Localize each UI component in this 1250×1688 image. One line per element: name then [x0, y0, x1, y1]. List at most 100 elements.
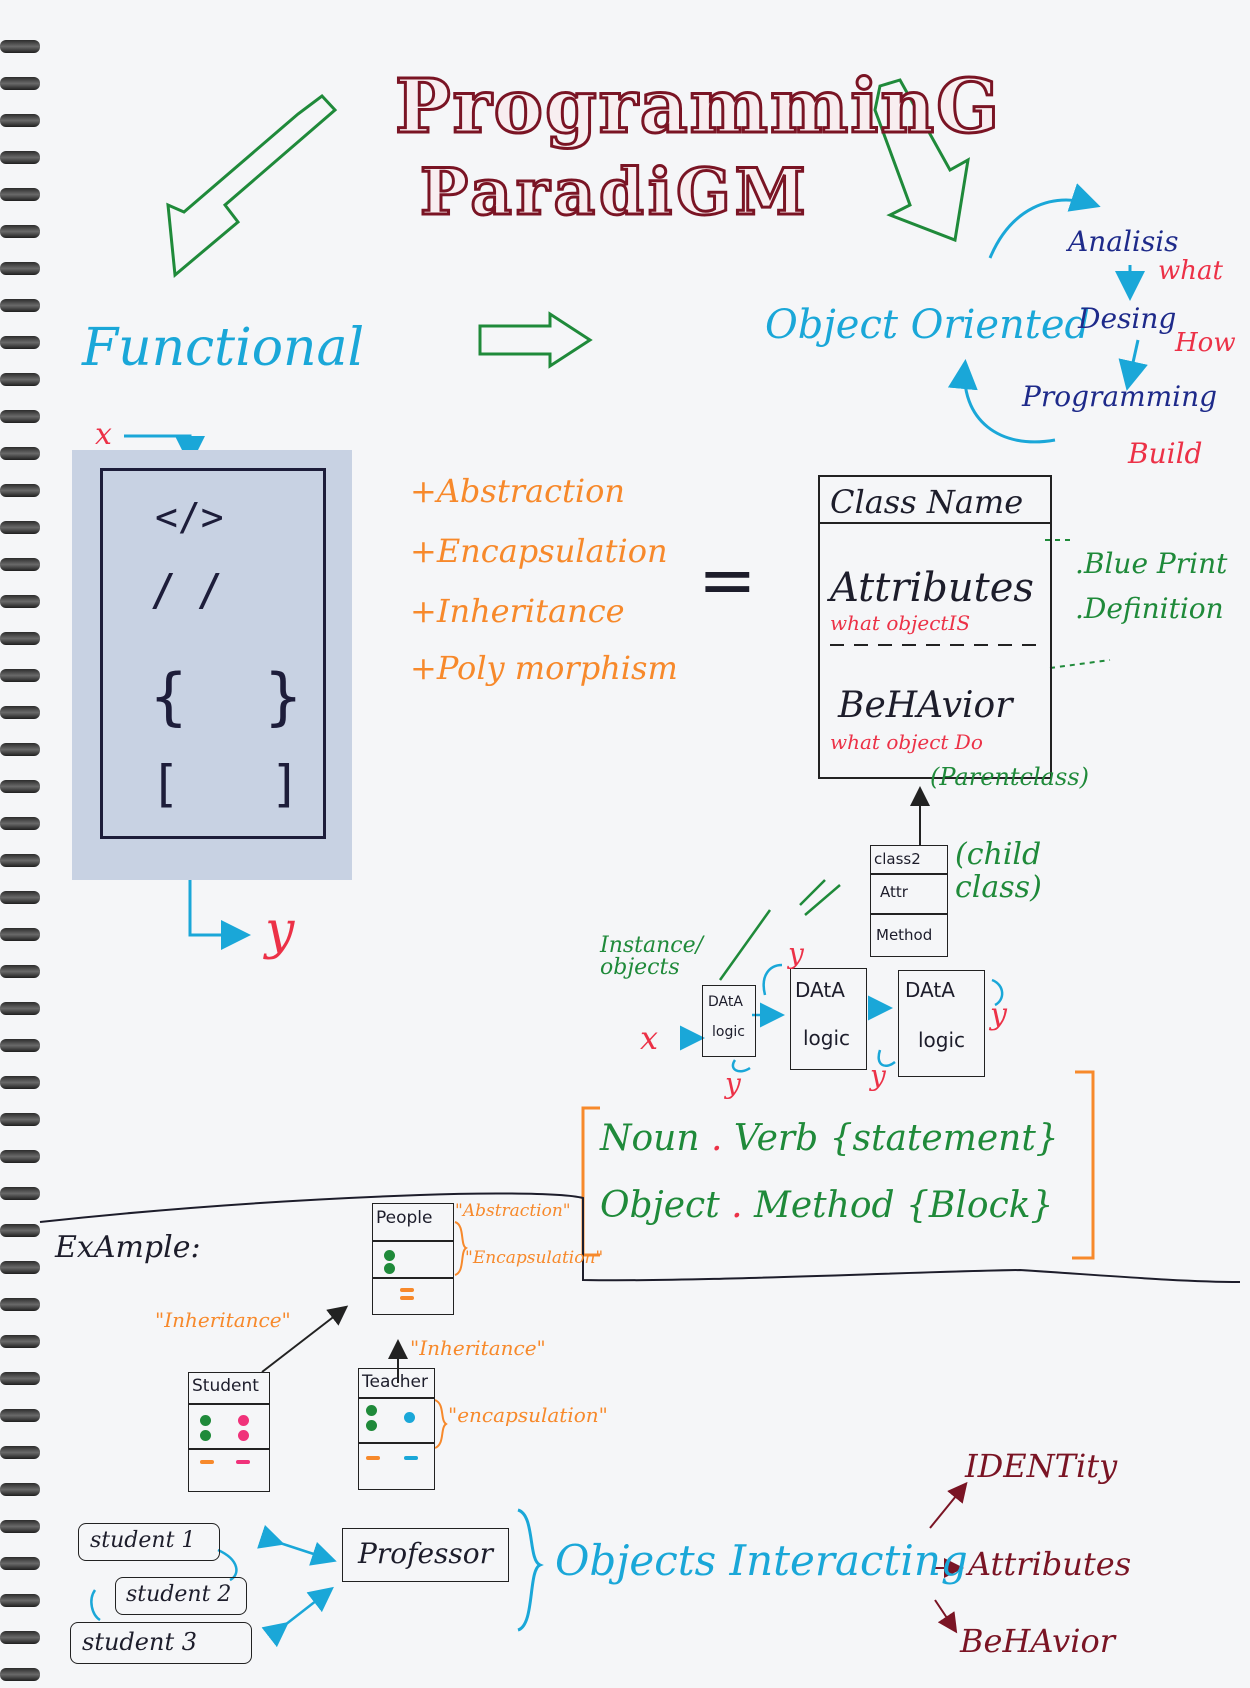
student-2-object — [115, 1577, 247, 1615]
spiral-ring — [0, 595, 40, 608]
syntax-method: Method — [754, 1185, 895, 1226]
spiral-ring — [0, 1335, 40, 1348]
student-attr-dot — [200, 1415, 211, 1426]
student-2-label: student 2 — [126, 1582, 232, 1607]
object-oriented-label: Object Oriented — [765, 302, 1091, 348]
spiral-ring — [0, 1372, 40, 1385]
spiral-ring — [0, 1557, 40, 1570]
class-attributes: Attributes — [830, 565, 1034, 611]
instance-middle-data: DAtA — [795, 978, 845, 1002]
child-class-method: Method — [876, 926, 933, 944]
class-name: Class Name — [830, 483, 1024, 521]
spiral-ring — [0, 854, 40, 867]
spiral-ring — [0, 928, 40, 941]
spiral-ring — [0, 1520, 40, 1533]
spiral-ring — [0, 1631, 40, 1644]
class-header-divider — [820, 522, 1050, 524]
student-3-label: student 3 — [82, 1628, 197, 1656]
instance-right-data: DAtA — [905, 978, 955, 1002]
teacher-attr-dot-2 — [366, 1420, 377, 1431]
teacher-method-dash — [366, 1456, 380, 1460]
teacher-attr-dot — [366, 1405, 377, 1416]
professor-object — [342, 1528, 509, 1582]
student-attr-dot-3 — [238, 1415, 249, 1426]
spiral-ring — [0, 1113, 40, 1126]
instance-middle-logic: logic — [803, 1026, 851, 1050]
teacher-divider-2 — [358, 1442, 435, 1444]
step-programming: Programming — [1022, 380, 1218, 413]
class-behavior: BeHAvior — [838, 685, 1013, 726]
spiral-ring — [0, 262, 40, 275]
people-method-dash-2 — [400, 1296, 414, 1300]
instance-y-bottom-mid: y — [870, 1059, 886, 1092]
student-1-object — [78, 1523, 220, 1561]
spiral-ring — [0, 1483, 40, 1496]
functional-input-x: x — [95, 417, 112, 452]
professor-label: Professor — [358, 1537, 493, 1570]
spiral-ring — [0, 151, 40, 164]
teacher-class — [358, 1368, 435, 1490]
people-attr-dot — [384, 1250, 395, 1261]
syntax-dot-1: . — [711, 1118, 723, 1159]
spiral-ring — [0, 299, 40, 312]
people-method-dash — [400, 1288, 414, 1292]
spiral-ring — [0, 632, 40, 645]
people-divider-2 — [372, 1277, 454, 1279]
inheritance-left-note: "Inheritance" — [155, 1308, 291, 1332]
teacher-attr-dot-3 — [404, 1412, 415, 1423]
student-method-dash — [200, 1460, 214, 1464]
spiral-ring — [0, 1224, 40, 1237]
instance-right — [898, 970, 985, 1077]
spiral-ring — [0, 817, 40, 830]
people-divider-1 — [372, 1240, 454, 1242]
child-class-attr: Attr — [880, 883, 908, 901]
functional-to-oop-arrow — [478, 311, 593, 369]
trait-behavior: BeHAvior — [960, 1622, 1116, 1660]
instance-label: Instance/ objects — [600, 933, 704, 980]
title-right-arrow — [873, 78, 970, 243]
class-behavior-note: what object Do — [830, 730, 983, 754]
equals-sign: = — [698, 539, 757, 621]
spiral-ring — [0, 188, 40, 201]
spiral-ring — [0, 77, 40, 90]
spiral-ring — [0, 1594, 40, 1607]
child-class-box — [870, 845, 948, 957]
child-class-name: class2 — [874, 850, 921, 868]
people-class-name: People — [376, 1208, 433, 1228]
teacher-divider-1 — [358, 1397, 435, 1399]
spiral-ring — [0, 1261, 40, 1274]
spiral-ring — [0, 336, 40, 349]
functional-frame — [100, 468, 326, 839]
student-class-name: Student — [192, 1376, 259, 1396]
spiral-ring — [0, 484, 40, 497]
step-programming-note: Build — [1128, 437, 1203, 470]
student-1-label: student 1 — [90, 1528, 196, 1553]
child-divider-1 — [870, 873, 948, 875]
teacher-class-name: Teacher — [362, 1372, 428, 1392]
trait-identity: IDENTity — [965, 1447, 1118, 1485]
spiral-ring — [0, 965, 40, 978]
spiral-ring — [0, 706, 40, 719]
spiral-ring — [0, 114, 40, 127]
spiral-ring — [0, 1002, 40, 1015]
code-symbol-braces: { } — [150, 660, 322, 733]
spiral-ring — [0, 1409, 40, 1422]
spiral-ring — [0, 373, 40, 386]
syntax-statement: {statement} — [829, 1118, 1059, 1159]
spiral-ring — [0, 1150, 40, 1163]
trait-attributes: Attributes — [968, 1545, 1132, 1583]
instance-small-logic: logic — [712, 1024, 745, 1040]
child-class-label: (child class) — [955, 837, 1042, 905]
step-design-note: How — [1175, 328, 1236, 358]
student-class — [188, 1372, 270, 1492]
instance-middle — [790, 968, 867, 1070]
definition-note: .Definition — [1075, 592, 1224, 625]
instance-small-data: DAtA — [708, 994, 743, 1010]
example-label: ExAmple: — [55, 1230, 201, 1265]
spiral-ring — [0, 40, 40, 53]
spiral-ring — [0, 1076, 40, 1089]
pillar-abstraction: +Abstraction — [410, 472, 625, 510]
syntax-block: {Block} — [906, 1185, 1054, 1226]
